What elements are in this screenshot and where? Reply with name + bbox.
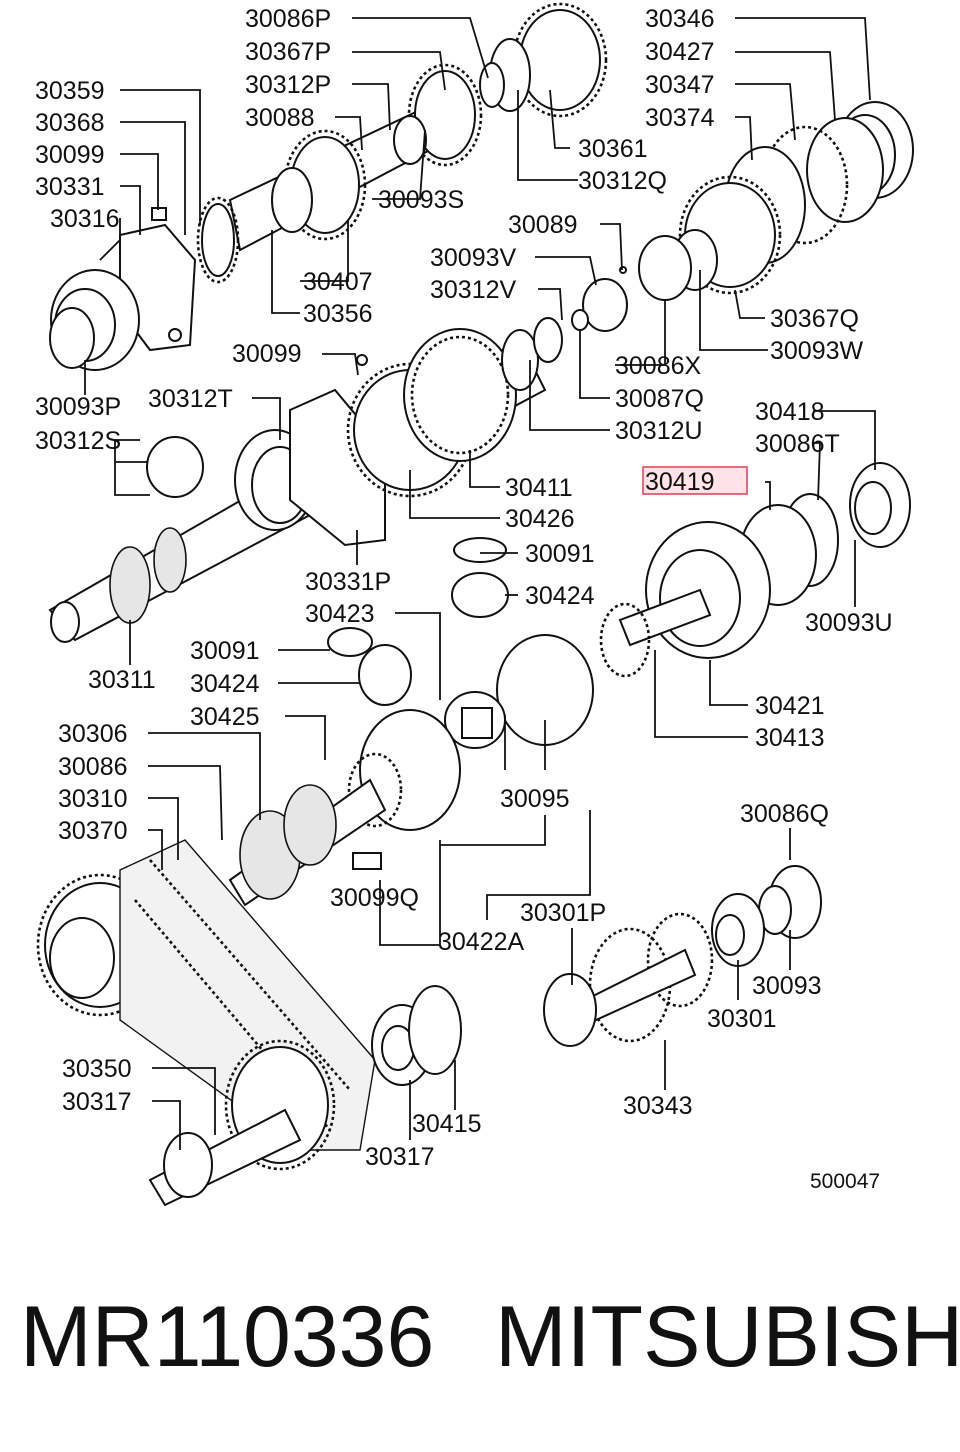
part-label[interactable]: 30317 bbox=[62, 1088, 132, 1116]
part-label[interactable]: 30089 bbox=[508, 211, 578, 239]
part-label[interactable]: 30346 bbox=[645, 5, 715, 33]
part-label[interactable]: 30407 bbox=[303, 268, 373, 296]
highlight-box bbox=[642, 466, 748, 495]
parts-drawing bbox=[36, 2, 914, 1207]
part-label[interactable]: 30367Q bbox=[770, 305, 859, 333]
countershaft-assembly bbox=[371, 865, 822, 1086]
part-label[interactable]: 30427 bbox=[645, 38, 715, 66]
leader-lines bbox=[84, 17, 876, 1150]
part-label[interactable]: 30370 bbox=[58, 817, 128, 845]
part-label[interactable]: 30347 bbox=[645, 71, 715, 99]
caption: MR110336 MITSUBISHI bbox=[20, 1289, 960, 1385]
part-label[interactable]: 30095 bbox=[500, 785, 570, 813]
part-label-highlighted[interactable]: 30419 bbox=[645, 468, 715, 496]
part-label[interactable]: 30312Q bbox=[578, 167, 667, 195]
part-label[interactable]: 30367P bbox=[245, 38, 331, 66]
part-label[interactable]: 30361 bbox=[578, 135, 648, 163]
caption-brand: MITSUBISHI bbox=[495, 1289, 960, 1385]
part-label[interactable]: 30310 bbox=[58, 785, 128, 813]
part-label[interactable]: 30331 bbox=[35, 173, 105, 201]
main-shaft-assembly bbox=[48, 317, 563, 643]
part-label[interactable]: 30374 bbox=[645, 104, 715, 132]
part-label[interactable]: 30359 bbox=[35, 77, 105, 105]
part-label[interactable]: 30093S bbox=[378, 186, 464, 214]
part-label[interactable]: 30312U bbox=[615, 417, 703, 445]
part-label[interactable]: 30424 bbox=[190, 670, 260, 698]
part-label[interactable]: 30317 bbox=[365, 1143, 435, 1171]
part-label[interactable]: 30421 bbox=[755, 692, 825, 720]
part-label[interactable]: 30301P bbox=[520, 899, 606, 927]
part-label[interactable]: 30306 bbox=[58, 720, 128, 748]
part-label[interactable]: 30411 bbox=[505, 474, 573, 502]
part-label[interactable]: 30099 bbox=[232, 340, 302, 368]
part-label[interactable]: 30086P bbox=[245, 5, 331, 33]
part-label[interactable]: 30368 bbox=[35, 109, 105, 137]
part-label[interactable]: 30423 bbox=[305, 600, 375, 628]
part-label[interactable]: 30086 bbox=[58, 753, 128, 781]
differential-assembly bbox=[327, 462, 911, 870]
part-label[interactable]: 30091 bbox=[525, 540, 595, 568]
part-label[interactable]: 30422A bbox=[438, 928, 525, 956]
part-label[interactable]: 30091 bbox=[190, 637, 260, 665]
synchro-assembly bbox=[571, 101, 914, 332]
part-label[interactable]: 30086Q bbox=[740, 800, 829, 828]
part-label[interactable]: 30093W bbox=[770, 337, 864, 365]
chain-drive-assembly bbox=[36, 778, 387, 1207]
part-label[interactable]: 30425 bbox=[190, 703, 260, 731]
part-label[interactable]: 30311 bbox=[88, 666, 156, 694]
part-label[interactable]: 30331P bbox=[305, 568, 391, 596]
part-label[interactable]: 30415 bbox=[412, 1110, 482, 1138]
part-label[interactable]: 30099 bbox=[35, 141, 105, 169]
part-label[interactable]: 30350 bbox=[62, 1055, 132, 1083]
part-label[interactable]: 30086X bbox=[615, 352, 702, 380]
part-label[interactable]: 30356 bbox=[303, 300, 373, 328]
part-label[interactable]: 30424 bbox=[525, 582, 595, 610]
part-label[interactable]: 30312P bbox=[245, 71, 331, 99]
part-label[interactable]: 30093P bbox=[35, 393, 121, 421]
part-label[interactable]: 30312V bbox=[430, 276, 517, 304]
part-label[interactable]: 30413 bbox=[755, 724, 825, 752]
part-label[interactable]: 30099Q bbox=[330, 884, 419, 912]
part-label[interactable]: 30086T bbox=[755, 430, 840, 458]
part-label[interactable]: 30093 bbox=[752, 972, 822, 1000]
part-label[interactable]: 30301 bbox=[707, 1005, 777, 1033]
part-labels: 30086P 30367P 30312P 30088 30359 30368 3… bbox=[35, 5, 893, 1193]
figure-code: 500047 bbox=[810, 1170, 880, 1193]
part-label[interactable]: 30312T bbox=[148, 385, 233, 413]
part-label[interactable]: 30426 bbox=[505, 505, 575, 533]
part-label[interactable]: 30418 bbox=[755, 398, 825, 426]
part-label[interactable]: 30343 bbox=[623, 1092, 693, 1120]
upper-shaft-assembly bbox=[49, 2, 608, 371]
part-label[interactable]: 30093U bbox=[805, 609, 893, 637]
part-label[interactable]: 30316 bbox=[50, 205, 120, 233]
part-label[interactable]: 30087Q bbox=[615, 385, 704, 413]
caption-part-number: MR110336 bbox=[20, 1289, 434, 1385]
part-label[interactable]: 30312S bbox=[35, 427, 121, 455]
part-label[interactable]: 30088 bbox=[245, 104, 315, 132]
part-label[interactable]: 30093V bbox=[430, 244, 517, 272]
